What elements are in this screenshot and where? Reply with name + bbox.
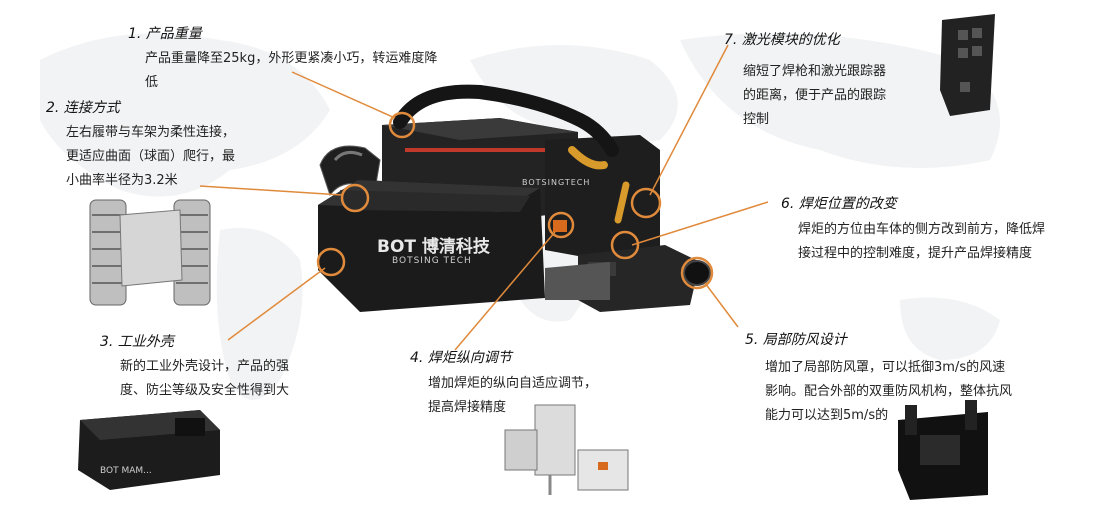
- brand-logo-top: BOTSINGTECH: [522, 178, 591, 187]
- callout-7-line: 的距离，便于产品的跟踪: [743, 88, 887, 103]
- shell-inset-image: [78, 410, 220, 490]
- leader-lines: [199, 44, 769, 351]
- callout-2-desc: 左右履带与车架为柔性连接， 更适应曲面（球面）爬行，最 小曲率半径为3.2米: [66, 121, 235, 193]
- callout-marker-6: [610, 230, 640, 260]
- brand-logo-sub: BOTSING TECH: [392, 256, 472, 266]
- callout-3-line: 度、防尘等级及安全性得到大: [120, 383, 290, 398]
- callout-2-title: 2. 连接方式: [46, 100, 120, 116]
- callout-marker-5: [680, 256, 714, 290]
- callout-2-line: 左右履带与车架为柔性连接，: [66, 125, 236, 140]
- windshield-inset-image: [898, 400, 988, 500]
- welding-torch: [568, 146, 608, 170]
- brand-logo-main: BOT 博清科技: [377, 237, 490, 257]
- callout-4-line: 提高焊接精度: [428, 400, 507, 415]
- callout-6-desc: 焊炬的方位由车体的侧方改到前方，降低焊 接过程中的控制难度，提升产品焊接精度: [798, 218, 1045, 266]
- callout-5-desc: 增加了局部防风罩，可以抵御3m/s的风速 影响。配合外部的双重防风机构，整体抗风…: [765, 356, 1012, 428]
- callout-6-line: 焊炬的方位由车体的侧方改到前方，降低焊: [798, 222, 1046, 237]
- red-stripe: [405, 148, 565, 152]
- callout-marker-4: [547, 211, 575, 239]
- callout-7-title: 7. 激光模块的优化: [724, 32, 840, 48]
- robot-main-body: [318, 84, 711, 312]
- callout-5-title: 5. 局部防风设计: [745, 332, 847, 348]
- laser-inset-image: [940, 14, 995, 116]
- callout-4-desc: 增加焊炬的纵向自适应调节， 提高焊接精度: [428, 372, 597, 420]
- callout-4-line: 增加焊炬的纵向自适应调节，: [428, 376, 598, 391]
- callout-marker-1: [388, 111, 416, 139]
- callout-5-line: 影响。配合外部的双重防风机构，整体抗风: [765, 384, 1013, 399]
- callout-marker-3: [316, 247, 346, 277]
- callout-3-title: 3. 工业外壳: [100, 334, 174, 350]
- shell-logo: BOT MAM...: [100, 466, 152, 476]
- callout-1-line: 产品重量降至25kg，外形更紧凑小巧，转运难度降: [145, 51, 438, 66]
- callout-1-line: 低: [145, 75, 159, 90]
- callout-5-line: 能力可以达到5m/s的: [765, 408, 889, 423]
- callout-marker-2: [340, 183, 370, 213]
- callout-marker-7: [630, 187, 662, 219]
- callout-2-line: 小曲率半径为3.2米: [66, 173, 178, 188]
- callout-3-line: 新的工业外壳设计，产品的强: [120, 359, 290, 374]
- callout-1-desc: 产品重量降至25kg，外形更紧凑小巧，转运难度降 低: [145, 47, 437, 95]
- callout-5-line: 增加了局部防风罩，可以抵御3m/s的风速: [765, 360, 1006, 375]
- callout-2-line: 更适应曲面（球面）爬行，最: [66, 149, 236, 164]
- callout-7-desc: 缩短了焊枪和激光跟踪器 的距离，便于产品的跟踪 控制: [743, 60, 886, 132]
- callout-1-title: 1. 产品重量: [128, 26, 202, 42]
- callout-6-title: 6. 焊炬位置的改变: [781, 196, 897, 212]
- callout-3-desc: 新的工业外壳设计，产品的强 度、防尘等级及安全性得到大: [120, 355, 289, 403]
- callout-7-line: 控制: [743, 112, 770, 127]
- callout-6-line: 接过程中的控制难度，提升产品焊接精度: [798, 246, 1033, 261]
- torch-adjust-inset-image: [504, 404, 629, 495]
- callout-7-line: 缩短了焊枪和激光跟踪器: [743, 64, 887, 79]
- callout-4-title: 4. 焊炬纵向调节: [410, 350, 512, 366]
- tracks-inset-image: [89, 199, 211, 306]
